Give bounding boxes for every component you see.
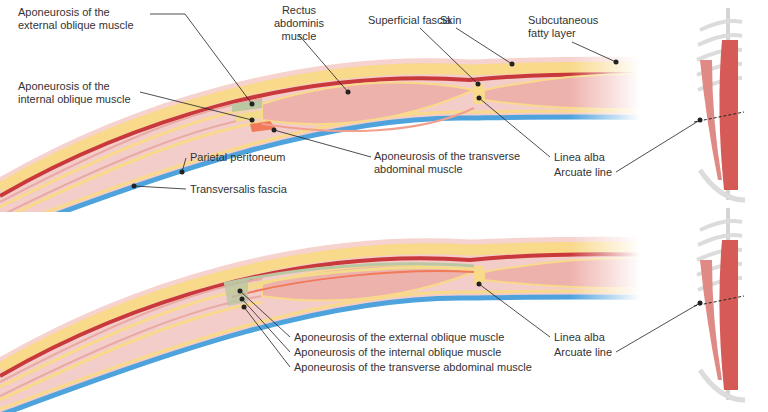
anatomy-label: Rectus abdominis muscle — [268, 4, 330, 44]
anatomy-label: Aponeurosis of the transverse abdominal … — [294, 361, 532, 374]
anatomy-label: Aponeurosis of the external oblique musc… — [294, 331, 504, 344]
anatomy-label: Subcutaneous fatty layer — [528, 14, 612, 40]
anatomy-label: Aponeurosis of the internal oblique musc… — [294, 346, 501, 359]
anatomy-label: Aponeurosis of the external oblique musc… — [18, 6, 148, 32]
anatomy-label: Linea alba — [554, 151, 605, 164]
anatomy-label: Aponeurosis of the transverse abdominal … — [374, 150, 539, 176]
anatomy-label: Transversalis fascia — [190, 183, 287, 196]
anatomy-label: Arcuate line — [554, 346, 612, 359]
anatomy-label: Arcuate line — [554, 166, 612, 179]
anatomy-label: Parietal peritoneum — [190, 151, 285, 164]
anatomy-label: Aponeurosis of the internal oblique musc… — [18, 80, 136, 106]
anatomy-label: Skin — [440, 14, 461, 27]
anatomy-label: Linea alba — [554, 331, 605, 344]
anatomy-label: Superficial fascia — [368, 14, 451, 27]
torso-thumbnail — [697, 8, 745, 200]
